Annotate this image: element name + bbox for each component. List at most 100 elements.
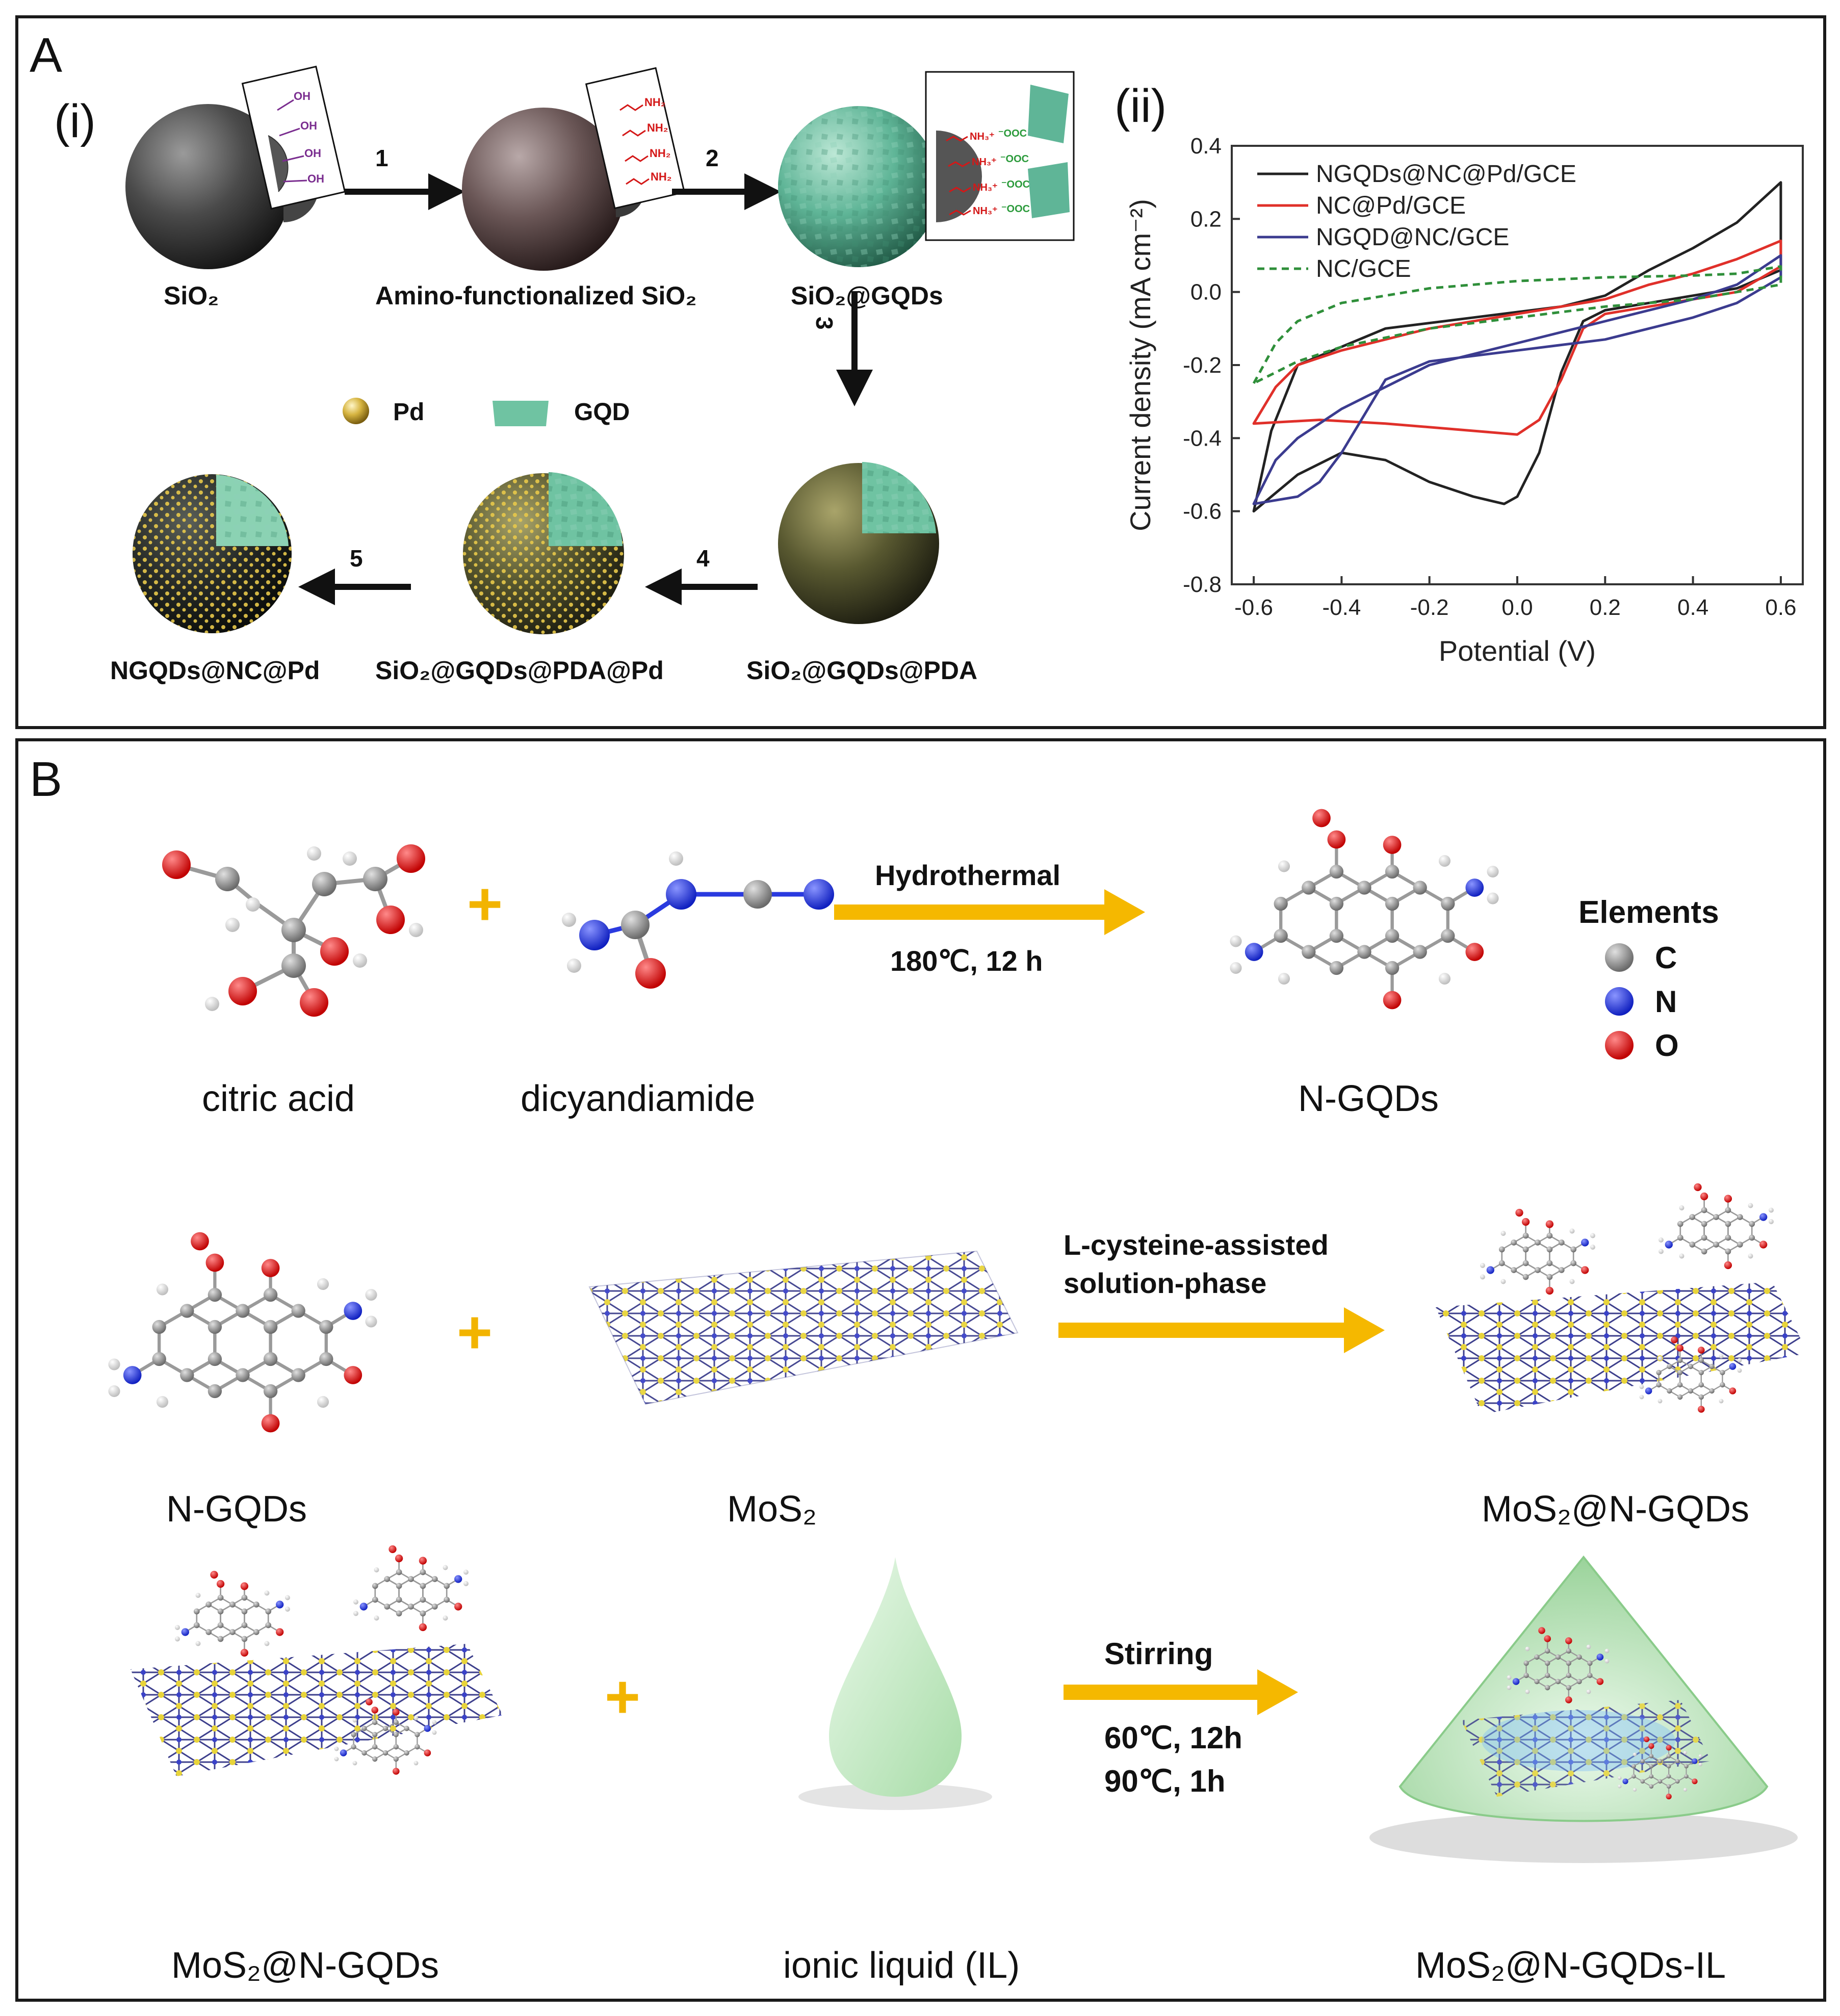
sio2-gqds-pda-pd-sphere — [463, 472, 624, 634]
oxygen-legend-label: O — [1655, 1028, 1679, 1063]
step-4-label: 4 — [696, 545, 710, 572]
ooc-label: ⁻OOC — [998, 128, 1027, 139]
nh2-label: NH₂ — [651, 170, 672, 183]
series-line — [1252, 239, 1782, 436]
legend-label: NC@Pd/GCE — [1316, 192, 1466, 219]
panel-a-i-label: (i) — [54, 95, 96, 147]
stirring-arrow-head — [1257, 1669, 1298, 1715]
sio2-label: SiO₂ — [164, 281, 219, 310]
plus-sign: + — [457, 1298, 493, 1366]
dicyandiamide-molecule — [562, 851, 834, 989]
ooc-label: ⁻OOC — [1001, 179, 1030, 190]
nh3-label: NH₃⁺ — [970, 131, 995, 142]
oh-label: OH — [300, 119, 317, 132]
nh3-label: NH₃⁺ — [973, 182, 998, 193]
mos2-ngqds-il-cone — [1369, 1555, 1798, 1863]
stirring-label: Stirring — [1104, 1637, 1213, 1671]
step-5-label: 5 — [350, 545, 363, 572]
y-tick-label: -0.8 — [1183, 572, 1222, 597]
dicyandiamide-label: dicyandiamide — [521, 1078, 756, 1119]
panel-a-letter: A — [30, 28, 63, 83]
ngqds-molecule — [1230, 809, 1498, 1010]
nitrogen-legend-label: N — [1655, 985, 1677, 1019]
y-tick-label: -0.2 — [1183, 353, 1222, 378]
step-3-label: 3 — [811, 317, 838, 330]
stirring-condition-1: 60℃, 12h — [1104, 1721, 1242, 1755]
step-2-label: 2 — [706, 145, 719, 171]
y-tick-label: 0.0 — [1190, 280, 1222, 305]
nh2-label: NH₂ — [650, 147, 671, 160]
synthesis-scheme-a: OH OH OH OH 1 NH₂ NH₂ NH₂ NH₂ — [125, 65, 1075, 634]
y-axis-label: Current density (mA cm⁻²) — [1124, 199, 1156, 531]
axis-ticks: -0.6 -0.4 -0.2 0.0 0.2 0.4 0.6 -0.8 -0.6 -0.4 -0.2… — [1183, 136, 1796, 620]
mos2-sheet — [588, 1250, 1019, 1405]
sio2-gqds-pda-label: SiO₂@GQDs@PDA — [746, 656, 978, 685]
x-tick-label: -0.6 — [1234, 595, 1273, 620]
legend-label: NC/GCE — [1316, 255, 1411, 282]
synthesis-scheme-b: + + — [18, 741, 1808, 1863]
oh-label: OH — [304, 147, 321, 160]
mos2-label: MoS₂ — [727, 1489, 817, 1530]
y-tick-label: -0.4 — [1183, 426, 1222, 451]
sio2-gqds-pda-sphere — [778, 462, 939, 624]
stirring-arrow — [1064, 1685, 1257, 1700]
nh3-label: NH₃⁺ — [973, 205, 998, 217]
cysteine-arrow-head — [1344, 1307, 1385, 1353]
gqd-bond-inset: NH₃⁺ NH₃⁺ NH₃⁺ NH₃⁺ ⁻OOC ⁻OOC ⁻OOC ⁻OOC — [925, 71, 1075, 241]
mos2-ngqds-il-label: MoS₂@N-GQDs-IL — [1415, 1945, 1726, 1986]
pd-legend-icon — [343, 398, 369, 424]
nh2-label: NH₂ — [644, 96, 666, 109]
panel-a-ii-label: (ii) — [1115, 80, 1167, 132]
sio2-gqds-label: SiO₂@GQDs — [791, 281, 943, 310]
hydrothermal-conditions: 180℃, 12 h — [890, 945, 1043, 977]
ionic-liquid-label: ionic liquid (IL) — [783, 1945, 1020, 1986]
ngqds-molecule-row2 — [108, 1232, 377, 1433]
step-1-label: 1 — [375, 145, 388, 171]
cv-chart: -0.6 -0.4 -0.2 0.0 0.2 0.4 0.6 -0.8 -0.6 -0.4 -0.2… — [1124, 136, 1804, 667]
cysteine-condition-2: solution-phase — [1064, 1267, 1267, 1299]
ngqds-label-row2: N-GQDs — [166, 1489, 307, 1530]
panel-b: B — [15, 738, 1826, 2002]
cysteine-arrow — [1058, 1323, 1344, 1338]
plus-sign: + — [467, 870, 503, 938]
carbon-legend-icon — [1605, 943, 1634, 972]
hydrothermal-label: Hydrothermal — [875, 859, 1061, 891]
panel-a: A (i) (ii) — [15, 15, 1826, 729]
x-tick-label: 0.2 — [1590, 595, 1621, 620]
stirring-condition-2: 90℃, 1h — [1104, 1764, 1226, 1798]
x-tick-label: -0.2 — [1410, 595, 1449, 620]
plus-sign: + — [605, 1663, 640, 1731]
mos2-ngqds-composite-row3 — [131, 1544, 503, 1776]
panel-b-letter: B — [30, 752, 63, 807]
amino-sio2-label: Amino-functionalized SiO₂ — [375, 281, 697, 310]
mos2-ngqds-composite — [1436, 1182, 1808, 1414]
series-group — [1252, 181, 1782, 513]
oh-label: OH — [294, 90, 310, 102]
nh3-label: NH₃⁺ — [972, 157, 997, 168]
citric-acid-molecule — [162, 844, 425, 1017]
ionic-liquid-droplet — [798, 1557, 992, 1810]
ngqds-nc-pd-label: NGQDs@NC@Pd — [110, 656, 320, 685]
sio2-gqds-sphere — [778, 106, 961, 267]
y-tick-label: -0.6 — [1183, 499, 1222, 524]
oh-inset: OH OH OH OH — [241, 65, 346, 210]
hydrothermal-arrow — [834, 904, 1104, 920]
x-tick-label: 0.4 — [1677, 595, 1708, 620]
ngqds-label: N-GQDs — [1298, 1078, 1439, 1119]
hydrothermal-arrow-head — [1104, 889, 1145, 935]
x-tick-label: 0.6 — [1765, 595, 1796, 620]
cysteine-condition-1: L-cysteine-assisted — [1064, 1229, 1329, 1261]
pd-legend-label: Pd — [393, 399, 424, 426]
y-tick-label: 0.4 — [1190, 136, 1222, 159]
ooc-label: ⁻OOC — [1000, 153, 1029, 165]
nitrogen-legend-icon — [1605, 987, 1634, 1016]
x-tick-label: -0.4 — [1322, 595, 1361, 620]
y-tick-label: 0.2 — [1190, 206, 1222, 231]
elements-title: Elements — [1578, 895, 1719, 930]
carbon-legend-label: C — [1655, 941, 1677, 975]
gqd-legend-icon — [493, 401, 549, 426]
sio2-gqds-pda-pd-label: SiO₂@GQDs@PDA@Pd — [375, 656, 664, 685]
mos2-ngqds-label-row3: MoS₂@N-GQDs — [171, 1945, 439, 1986]
series-line — [1252, 254, 1782, 505]
x-tick-label: 0.0 — [1501, 595, 1533, 620]
